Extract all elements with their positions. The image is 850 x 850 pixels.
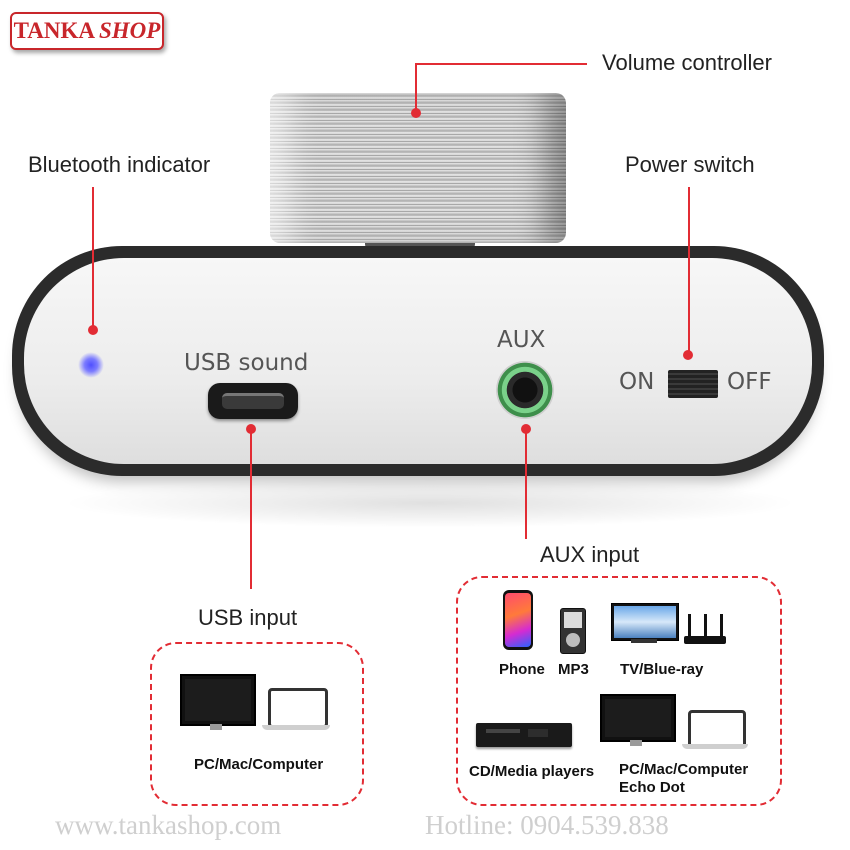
pc-caption-line2: Echo Dot <box>619 779 685 796</box>
aux-jack[interactable] <box>496 361 554 419</box>
bluetooth-leader-line <box>92 187 94 330</box>
volume-leader-line <box>415 63 417 113</box>
usb-devices-caption: PC/Mac/Computer <box>194 756 324 773</box>
amplifier-front-panel <box>24 258 812 464</box>
switch-on-label: ON <box>619 369 655 395</box>
usb-leader-line <box>250 429 252 589</box>
volume-controller-label: Volume controller <box>602 50 772 75</box>
usb-devices-box <box>150 642 364 806</box>
aux-devices-box <box>456 576 782 806</box>
mp3-player-icon <box>560 608 586 654</box>
volume-leader-line-h <box>415 63 587 65</box>
phone-caption: Phone <box>499 661 545 678</box>
monitor-icon <box>180 674 256 726</box>
tv-icon <box>611 603 679 641</box>
logo-text-secondary: SHOP <box>99 18 161 43</box>
laptop-icon <box>688 710 746 748</box>
mp3-caption: MP3 <box>558 661 589 678</box>
laptop-base <box>262 725 330 730</box>
usb-port-slot <box>222 393 284 409</box>
router-icon <box>684 636 726 644</box>
power-switch[interactable] <box>668 370 718 398</box>
phone-icon <box>503 590 533 650</box>
monitor-stand <box>630 740 642 746</box>
hotline-watermark: Hotline: 0904.539.838 <box>425 810 669 840</box>
laptop-icon <box>268 688 328 728</box>
usb-sound-label: USB sound <box>184 350 309 376</box>
switch-off-label: OFF <box>727 369 772 395</box>
monitor-icon <box>600 694 676 742</box>
device-reflection <box>60 478 800 528</box>
router-antenna <box>720 614 723 636</box>
aux-leader-line <box>525 429 527 539</box>
cd-caption: CD/Media players <box>469 763 595 780</box>
laptop-base <box>682 744 748 749</box>
power-switch-label: Power switch <box>625 152 755 177</box>
bluetooth-led-icon <box>78 352 104 378</box>
aux-label: AUX <box>497 327 546 353</box>
bluetooth-dot <box>88 325 98 335</box>
bluetooth-indicator-label: Bluetooth indicator <box>28 152 211 177</box>
router-antenna <box>704 614 707 636</box>
pc-caption-line1: PC/Mac/Computer <box>619 761 749 778</box>
tv-caption: TV/Blue-ray <box>620 661 704 678</box>
power-dot <box>683 350 693 360</box>
website-watermark: www.tankashop.com <box>55 810 282 840</box>
power-leader-line <box>688 187 690 355</box>
router-antenna <box>688 614 691 636</box>
volume-knob[interactable] <box>270 93 566 243</box>
monitor-stand <box>210 724 222 730</box>
volume-dot <box>411 108 421 118</box>
brand-logo: TANKA SHOP <box>10 12 164 50</box>
usb-input-label: USB input <box>198 605 298 630</box>
aux-input-label: AUX input <box>540 542 640 567</box>
cd-player-icon <box>476 723 572 747</box>
tv-stand <box>631 639 657 643</box>
logo-text-primary: TANKA <box>13 18 95 43</box>
